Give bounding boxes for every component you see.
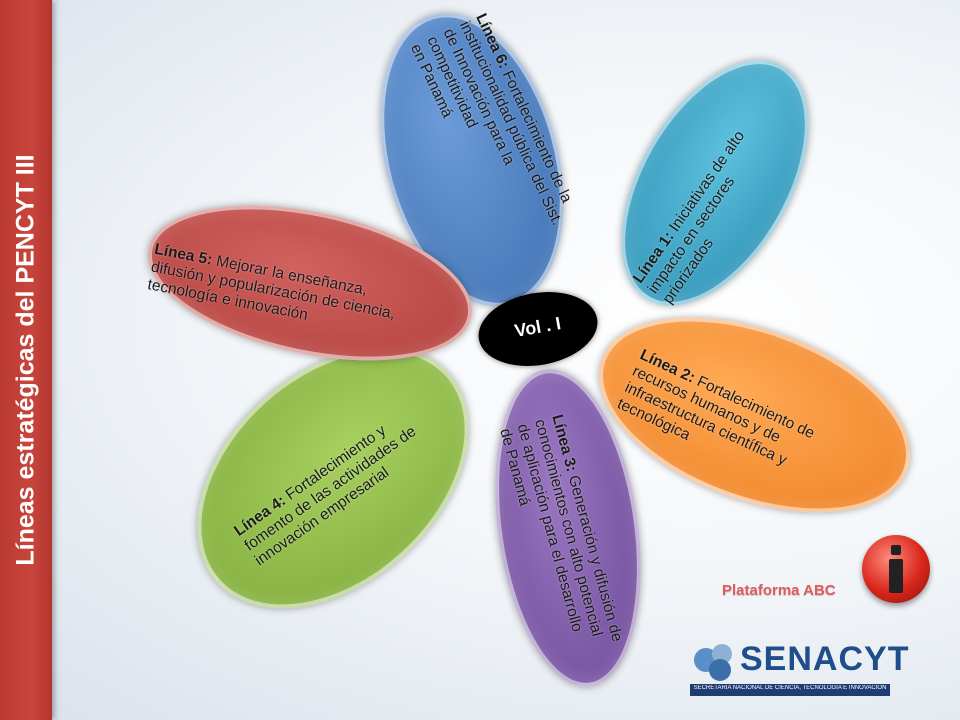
senacyt-logo-name: SENACYT [740, 640, 910, 678]
sidebar-title: Líneas estratégicas del PENCYT III [11, 154, 40, 566]
senacyt-logo-icon [690, 644, 890, 696]
platform-abc-label[interactable]: Plataforma ABC [722, 582, 836, 599]
info-glyph-icon [889, 545, 903, 593]
sidebar: Líneas estratégicas del PENCYT III [0, 0, 52, 720]
center-label: Vol . I [512, 313, 563, 341]
info-icon[interactable] [862, 535, 930, 603]
senacyt-logo-subtitle: SECRETARÍA NACIONAL DE CIENCIA, TECNOLOG… [693, 685, 887, 691]
senacyt-logo: SENACYT SECRETARÍA NACIONAL DE CIENCIA, … [690, 638, 908, 698]
